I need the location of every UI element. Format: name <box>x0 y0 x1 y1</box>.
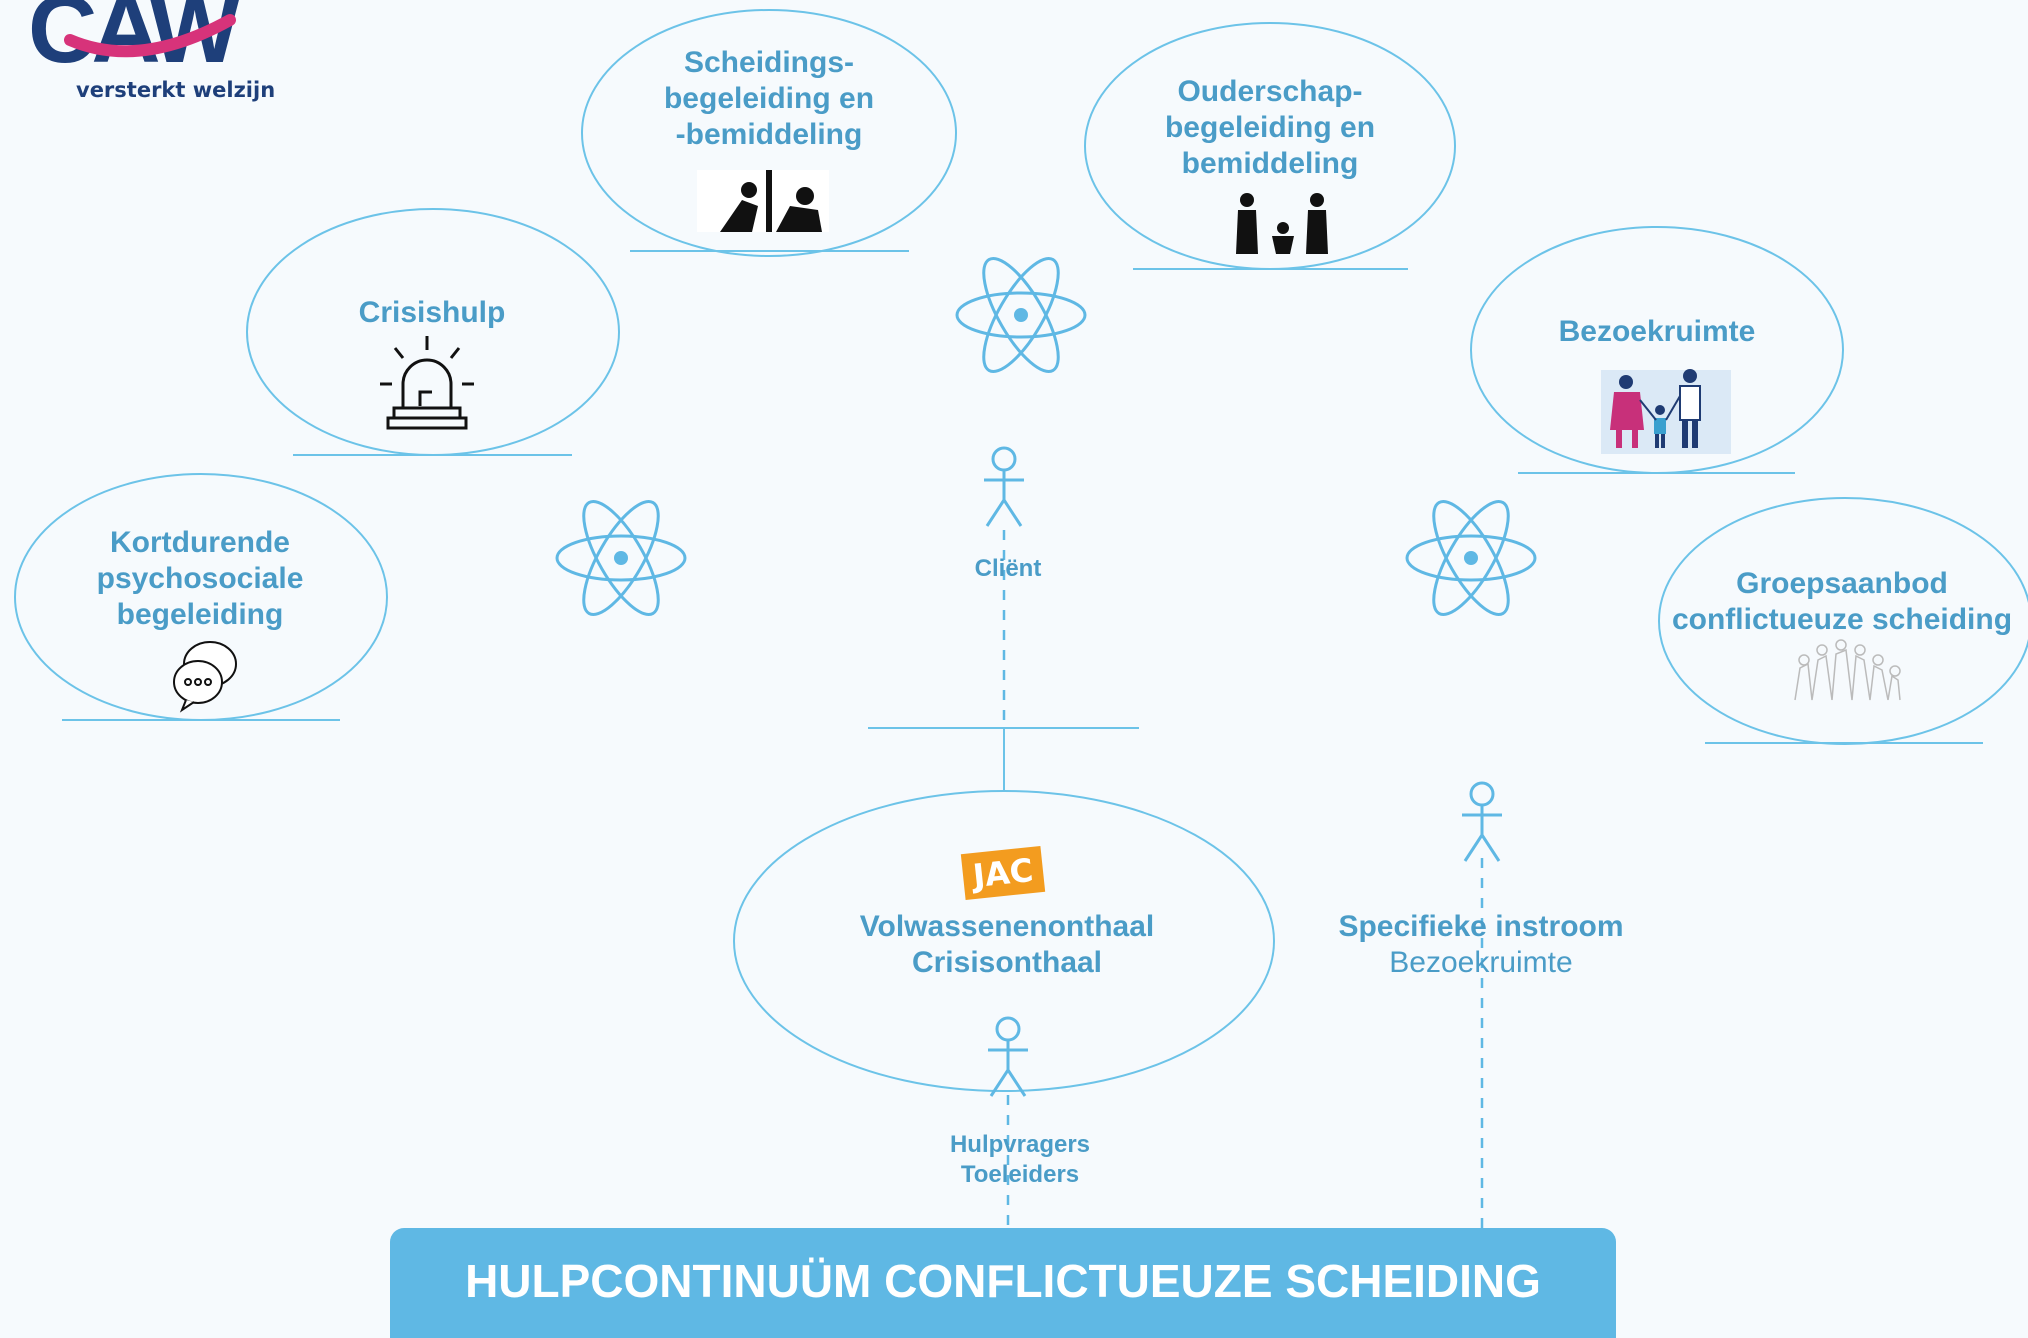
speech-bubble-icon <box>173 641 237 713</box>
title-banner: HULPCONTINUÜM CONFLICTUEUZE SCHEIDING <box>390 1228 1616 1338</box>
actor-client-icon <box>984 446 1024 527</box>
node-label: bemiddeling <box>1181 147 1359 180</box>
actor-specifieke-label: Specifieke instroom Bezoekruimte <box>1338 909 1623 981</box>
node-label: Scheidings- <box>683 46 855 79</box>
node-label: Crisishulp <box>358 296 506 329</box>
node-crisishulp: Crisishulp <box>359 295 506 331</box>
node-label: Ouderschap- <box>1177 75 1363 108</box>
actor-hulpvragers-label: Hulpvragers Toeleiders <box>950 1130 1090 1190</box>
ellipse-scheiding <box>581 9 957 257</box>
family-visit-icon <box>1601 369 1731 454</box>
node-ouderschap: Ouderschap- begeleiding en bemiddeling <box>1165 74 1375 182</box>
node-bezoekruimte: Bezoekruimte <box>1559 314 1756 350</box>
caw-logo: CAW versterkt welzijn <box>0 0 320 110</box>
node-label: conflictueuze scheiding <box>1671 603 2013 636</box>
node-volwassenen: Volwassenenonthaal Crisisonthaal <box>860 909 1155 981</box>
atom-icon <box>1405 499 1537 617</box>
node-label: psychosociale <box>96 562 304 595</box>
actor-hulpvragers-icon <box>988 1016 1028 1097</box>
node-groepsaanbod: Groepsaanbod conflictueuze scheiding <box>1672 566 2012 638</box>
node-label: Bezoekruimte <box>1558 315 1756 348</box>
atom-icon <box>955 256 1087 374</box>
node-label: begeleiding en <box>1164 111 1376 144</box>
banner-title: HULPCONTINUÜM CONFLICTUEUZE SCHEIDING <box>465 1255 1541 1307</box>
parents-child-icon <box>1236 193 1328 254</box>
actor-label: Hulpvragers <box>949 1131 1091 1158</box>
node-kortdurend: Kortdurende psychosociale begeleiding <box>97 525 304 633</box>
divorce-couple-icon <box>697 170 829 232</box>
node-label: Crisisonthaal <box>911 946 1103 979</box>
node-label: Groepsaanbod <box>1736 567 1948 600</box>
node-scheiding: Scheidings- begeleiding en -bemiddeling <box>664 45 874 153</box>
actor-sublabel: Bezoekruimte <box>1389 946 1573 979</box>
actor-label: Toeleiders <box>960 1161 1080 1188</box>
logo-tagline: versterkt welzijn <box>76 78 276 102</box>
actor-specifieke-icon <box>1462 781 1502 862</box>
siren-icon <box>380 336 474 430</box>
jac-logo-text: JAC <box>971 850 1035 896</box>
atom-icon <box>555 499 687 617</box>
node-label: -bemiddeling <box>675 118 863 151</box>
node-label: Volwassenenonthaal <box>859 910 1155 943</box>
node-label: begeleiding en <box>663 82 875 115</box>
actor-label: Specifieke instroom <box>1338 910 1624 943</box>
node-label: begeleiding <box>116 598 284 631</box>
node-label: Kortdurende <box>109 526 290 559</box>
caw-logo-mark: CAW <box>28 0 246 83</box>
group-crowd-icon <box>1794 639 1901 701</box>
actor-client-label: Cliënt <box>975 554 1042 584</box>
jac-logo: JAC <box>960 845 1046 901</box>
actor-label: Cliënt <box>974 555 1042 582</box>
